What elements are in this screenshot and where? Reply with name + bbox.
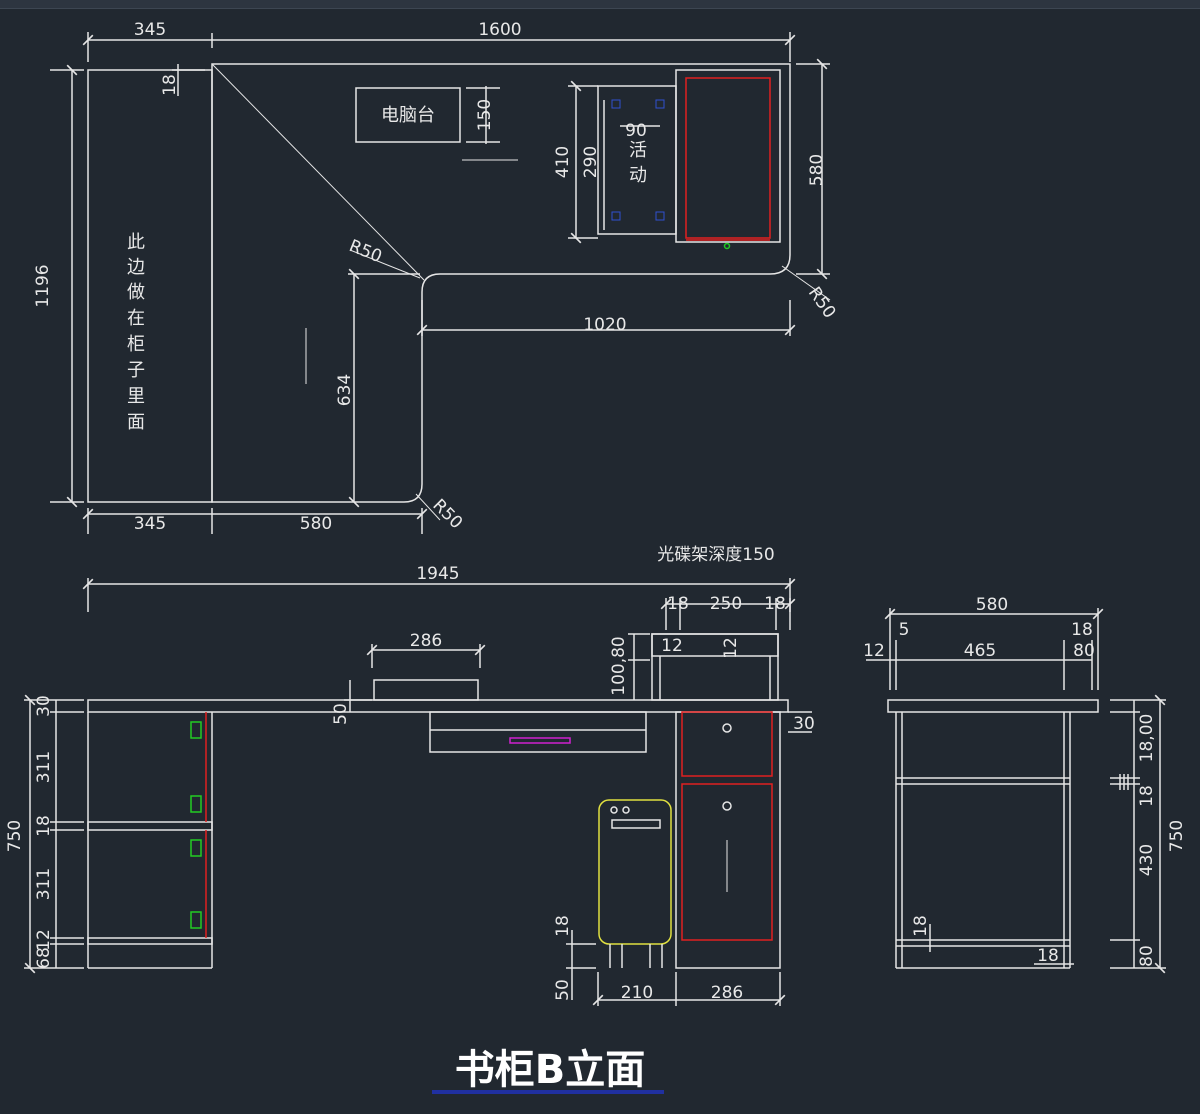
cd-rack-note: 光碟架深度150 [657,545,774,565]
dim-height-18: 18 [34,815,54,837]
dim-inner-18: 18 [553,915,573,937]
dim-bottom-210: 210 [621,983,653,1003]
dim-inner-depth: 1020 [583,315,626,335]
radius-label-2: R50 [804,283,840,322]
dim-drawer-410: 410 [553,146,573,178]
dim-height-750: 750 [5,820,25,852]
plan-labels: 345 1600 18 1196 580 150 1020 634 345 58… [33,20,839,534]
radius-label-3: R50 [428,495,466,533]
dim-top-left: 345 [134,20,166,40]
dim-top-50: 50 [331,703,351,725]
dim-side-inner-18-right: 18 [1037,946,1059,966]
side-labels: 580 5 18 12 465 80 750 18,00 18 430 80 1… [863,595,1187,967]
dim-rack-100-80: 100,80 [609,636,629,695]
dim-side-18: 18 [1071,620,1093,640]
dim-left-height: 1196 [33,264,53,307]
dim-leg-depth: 634 [335,374,355,406]
dim-rack-250: 250 [710,594,742,614]
cabinet-note-char-6: 子 [127,360,145,381]
dim-rack-12b: 12 [721,637,741,659]
front-elevation [24,578,812,1006]
window-top-bar [0,0,1200,9]
radius-label-1: R50 [346,236,385,267]
dim-side-80-bottom: 80 [1137,945,1157,967]
dim-right-30: 30 [793,714,815,734]
dim-side-18-100: 18,00 [1137,714,1157,763]
dim-inner-50: 50 [553,979,573,1001]
dim-side-18-mid: 18 [1137,785,1157,807]
dim-side-430: 430 [1137,844,1157,876]
dim-left-small: 18 [160,74,180,96]
dim-side-80: 80 [1073,641,1095,661]
dim-bottom-mid: 580 [300,514,332,534]
drawing-title: 书柜B立面 [455,1047,646,1093]
dim-side-580: 580 [976,595,1008,615]
cabinet-note-char-5: 柜 [127,334,145,355]
cabinet-note-char-4: 在 [127,308,145,329]
cabinet-note-char-1: 此 [127,232,145,253]
dim-side-inner-18-left: 18 [911,915,931,937]
dim-bottom-286: 286 [711,983,743,1003]
dim-height-311b: 311 [34,868,54,900]
dim-height-12: 12 [34,929,54,951]
dim-computer-box-height: 150 [475,99,495,131]
dim-side-5: 5 [899,620,910,640]
dim-drawer-90: 90 [625,121,647,141]
cabinet-note-char-3: 做 [127,282,145,303]
front-labels: 光碟架深度150 1945 286 18 250 18 12 12 100,80… [5,545,815,1003]
mobile-label-char-1: 活 [629,140,647,161]
cabinet-note-char-8: 面 [127,412,145,433]
dim-height-68: 68 [34,947,54,969]
dim-height-30: 30 [34,695,54,717]
dim-side-750: 750 [1167,820,1187,852]
computer-desk-label: 电脑台 [381,105,435,126]
dim-bottom-left: 345 [134,514,166,534]
dim-top-right: 1600 [478,20,521,40]
dim-total-width: 1945 [416,564,459,584]
plan-view [50,32,831,534]
dim-keyboard-width: 286 [410,631,442,651]
dim-drawer-290: 290 [581,146,601,178]
dim-height-311a: 311 [34,751,54,783]
dim-rack-18b: 18 [764,594,786,614]
dim-rack-12a: 12 [661,636,683,656]
cabinet-note-char-2: 边 [127,257,145,278]
side-elevation [866,608,1166,974]
dim-side-12: 12 [863,641,885,661]
dim-right-height: 580 [807,154,827,186]
dim-rack-18a: 18 [667,594,689,614]
cabinet-note-char-7: 里 [127,386,145,407]
dim-side-465: 465 [964,641,996,661]
mobile-label-char-2: 动 [629,165,647,186]
